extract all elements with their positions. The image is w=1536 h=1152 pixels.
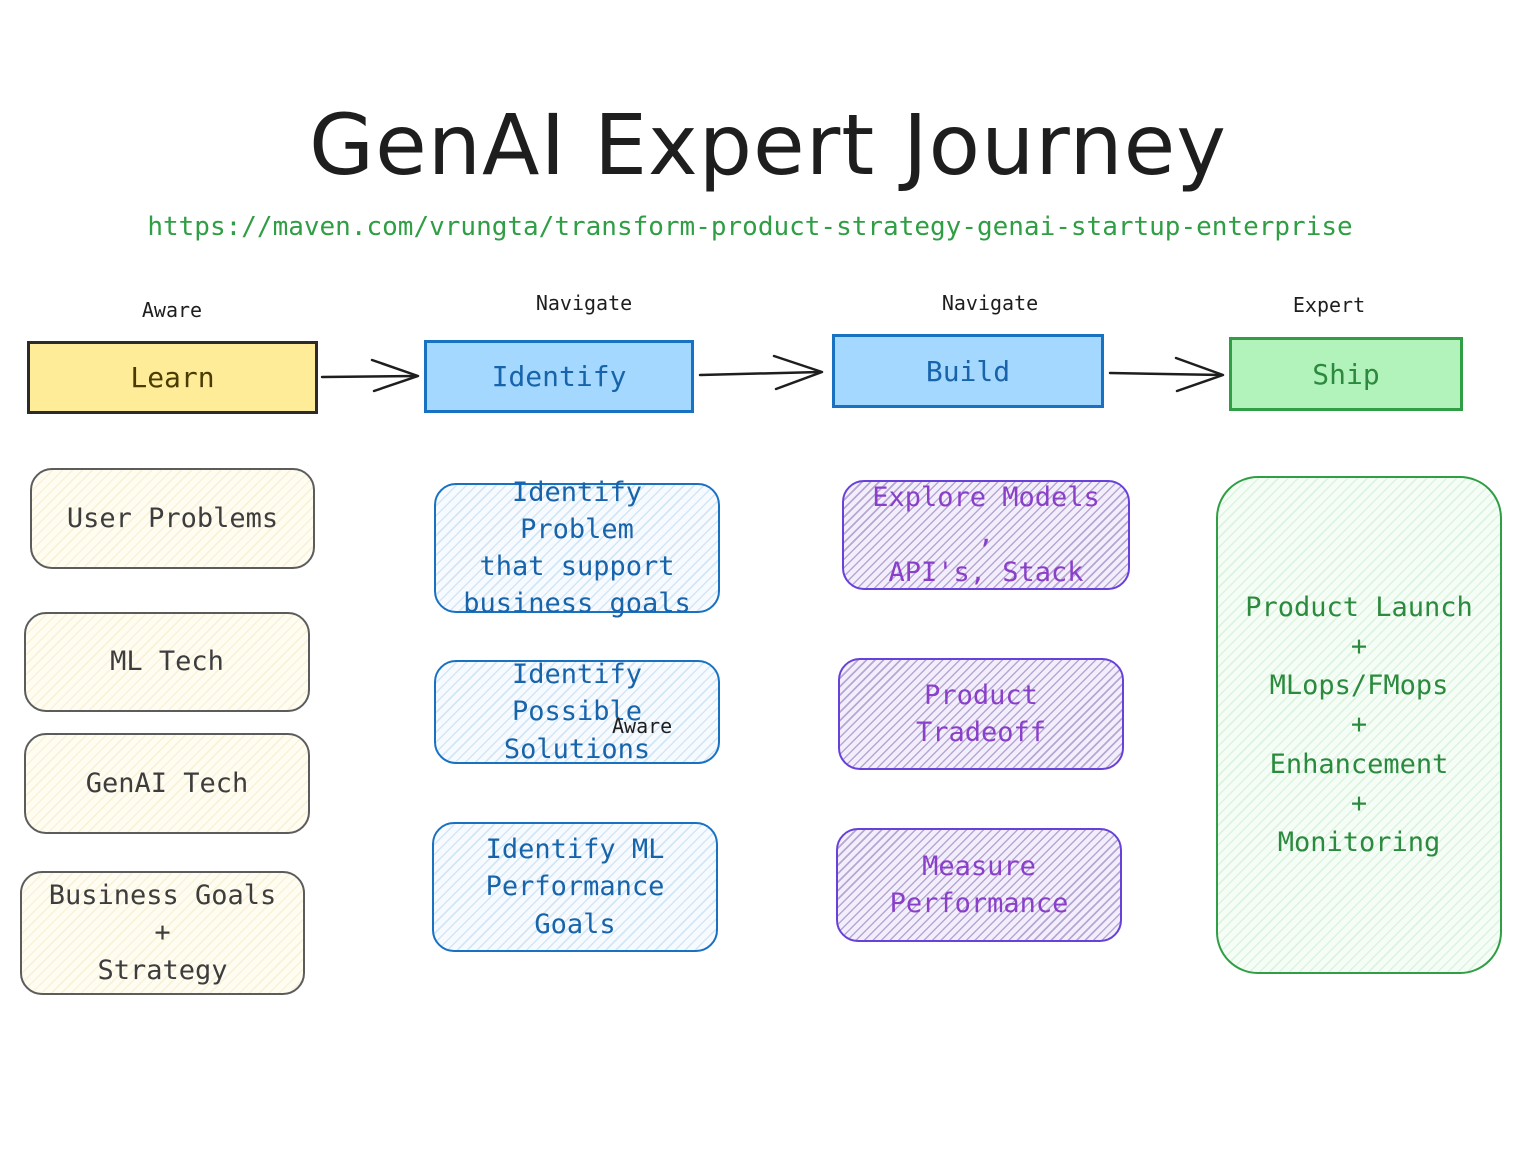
card-explore-models: Explore Models , API's, Stack <box>842 480 1130 590</box>
stage-label: Build <box>925 354 1011 388</box>
card-label: Business Goals + Strategy <box>48 880 277 986</box>
card-measure-performance: Measure Performance <box>836 828 1122 942</box>
stage-label: Identify <box>491 360 627 393</box>
card-identify-solutions: Identify Possible Solutions <box>434 659 720 765</box>
stage-tag-learn: Aware <box>141 298 203 322</box>
card-identify-problem: Identify Problem that support business g… <box>434 477 720 619</box>
card-label: Product Tradeoff <box>915 679 1047 748</box>
stray-aware-label: Aware <box>612 714 673 738</box>
card-label: Explore Models , API's, Stack <box>872 482 1100 588</box>
card-business-goals: Business Goals + Strategy <box>20 871 305 995</box>
stage-label: Learn <box>130 361 215 394</box>
card-label: User Problems <box>66 502 279 534</box>
card-product-tradeoff: Product Tradeoff <box>838 658 1124 770</box>
arrow-build-to-ship <box>1108 356 1225 393</box>
card-label: ML Tech <box>110 646 224 678</box>
stage-build: Build <box>832 334 1104 408</box>
arrow-identify-to-build <box>698 354 824 391</box>
card-ml-tech: ML Tech <box>24 612 310 712</box>
card-label: GenAI Tech <box>85 767 249 799</box>
card-product-launch: Product Launch + MLops/FMops + Enhanceme… <box>1216 476 1502 974</box>
card-identify-ml-goals: Identify ML Performance Goals <box>432 822 718 952</box>
stage-identify: Identify <box>424 340 694 413</box>
card-label: Product Launch + MLops/FMops + Enhanceme… <box>1245 592 1473 858</box>
card-label: Identify ML Performance Goals <box>485 834 665 940</box>
arrow-learn-to-identify <box>320 358 420 393</box>
card-user-problems: User Problems <box>30 468 315 569</box>
stage-ship: Ship <box>1229 337 1463 411</box>
stage-label: Ship <box>1312 357 1380 391</box>
card-label: Measure Performance <box>889 850 1069 919</box>
stage-tag-build: Navigate <box>941 291 1039 315</box>
card-label: Identify Possible Solutions <box>503 659 651 765</box>
stage-tag-ship: Expert <box>1292 293 1366 317</box>
stage-tag-identify: Navigate <box>535 291 633 315</box>
page-title: GenAI Expert Journey <box>309 96 1227 194</box>
card-label: Identify Problem that support business g… <box>463 476 691 620</box>
course-link[interactable]: https://maven.com/vrungta/transform-prod… <box>147 212 1353 242</box>
card-genai-tech: GenAI Tech <box>24 733 310 834</box>
stage-learn: Learn <box>27 341 318 414</box>
